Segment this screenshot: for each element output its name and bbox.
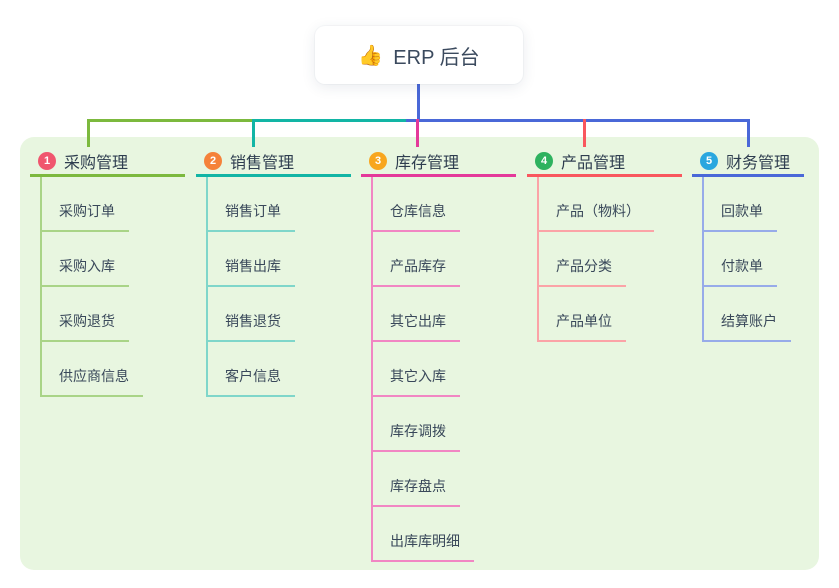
node-settlement-account[interactable]: 结算账户 [704, 287, 791, 342]
drop-line-finance [747, 119, 750, 147]
branch-purchase: 1 采购管理 采购订单 采购入库 采购退货 供应商信息 [30, 147, 185, 397]
branch-product: 4 产品管理 产品（物料） 产品分类 产品单位 [527, 147, 682, 342]
thumbs-up-icon: 👍 [358, 44, 384, 67]
root-connector-line [417, 84, 420, 120]
node-other-inbound[interactable]: 其它入库 [373, 342, 460, 397]
branch-product-children: 产品（物料） 产品分类 产品单位 [537, 177, 654, 342]
drop-line-purchase [87, 119, 90, 147]
branch-inventory-title: 库存管理 [395, 154, 460, 172]
node-sales-outbound[interactable]: 销售出库 [208, 232, 295, 287]
node-purchase-return[interactable]: 采购退货 [42, 287, 129, 342]
node-payment-order[interactable]: 付款单 [704, 232, 777, 287]
node-product-material[interactable]: 产品（物料） [539, 177, 654, 232]
branch-inventory-header[interactable]: 3 库存管理 [361, 147, 516, 177]
node-customer-info[interactable]: 客户信息 [208, 342, 295, 397]
branch-inventory-children: 仓库信息 产品库存 其它出库 其它入库 库存调拨 库存盘点 出库库明细 [371, 177, 474, 562]
branch-purchase-title: 采购管理 [64, 154, 129, 172]
branch-finance: 5 财务管理 回款单 付款单 结算账户 [692, 147, 804, 342]
node-purchase-order[interactable]: 采购订单 [42, 177, 129, 232]
node-sales-return[interactable]: 销售退货 [208, 287, 295, 342]
branch-product-title: 产品管理 [561, 154, 626, 172]
bus-line-purchase [87, 119, 253, 122]
branch-inventory: 3 库存管理 仓库信息 产品库存 其它出库 其它入库 库存调拨 库存盘点 出库库… [361, 147, 516, 562]
node-stock-taking[interactable]: 库存盘点 [373, 452, 460, 507]
node-sales-order[interactable]: 销售订单 [208, 177, 295, 232]
node-outbound-detail[interactable]: 出库库明细 [373, 507, 474, 562]
drop-line-inventory [416, 119, 419, 147]
node-product-category[interactable]: 产品分类 [539, 232, 626, 287]
branches-panel [20, 137, 819, 570]
root-node-label: ERP 后台 [393, 46, 480, 69]
branch-finance-title: 财务管理 [726, 154, 791, 172]
node-receipt-order[interactable]: 回款单 [704, 177, 777, 232]
branch-finance-children: 回款单 付款单 结算账户 [702, 177, 791, 342]
branch-sales-badge: 2 [204, 151, 222, 170]
node-product-unit[interactable]: 产品单位 [539, 287, 626, 342]
branch-product-badge: 4 [535, 151, 553, 170]
branch-purchase-children: 采购订单 采购入库 采购退货 供应商信息 [40, 177, 143, 397]
bus-line-sales [252, 119, 406, 122]
branch-sales-title: 销售管理 [230, 154, 295, 172]
branch-inventory-badge: 3 [369, 151, 387, 170]
drop-line-sales [252, 119, 255, 147]
branch-purchase-header[interactable]: 1 采购管理 [30, 147, 185, 177]
root-node[interactable]: 👍 ERP 后台 [315, 26, 523, 84]
bus-line-finance [406, 119, 750, 122]
branch-product-header[interactable]: 4 产品管理 [527, 147, 682, 177]
branch-sales: 2 销售管理 销售订单 销售出库 销售退货 客户信息 [196, 147, 351, 397]
branch-sales-children: 销售订单 销售出库 销售退货 客户信息 [206, 177, 295, 397]
node-product-stock[interactable]: 产品库存 [373, 232, 460, 287]
branch-purchase-badge: 1 [38, 151, 56, 170]
branch-finance-header[interactable]: 5 财务管理 [692, 147, 804, 177]
node-supplier-info[interactable]: 供应商信息 [42, 342, 143, 397]
drop-line-product [583, 119, 586, 147]
branch-sales-header[interactable]: 2 销售管理 [196, 147, 351, 177]
node-stock-transfer[interactable]: 库存调拨 [373, 397, 460, 452]
node-purchase-inbound[interactable]: 采购入库 [42, 232, 129, 287]
node-warehouse-info[interactable]: 仓库信息 [373, 177, 460, 232]
node-other-outbound[interactable]: 其它出库 [373, 287, 460, 342]
branch-finance-badge: 5 [700, 151, 718, 170]
